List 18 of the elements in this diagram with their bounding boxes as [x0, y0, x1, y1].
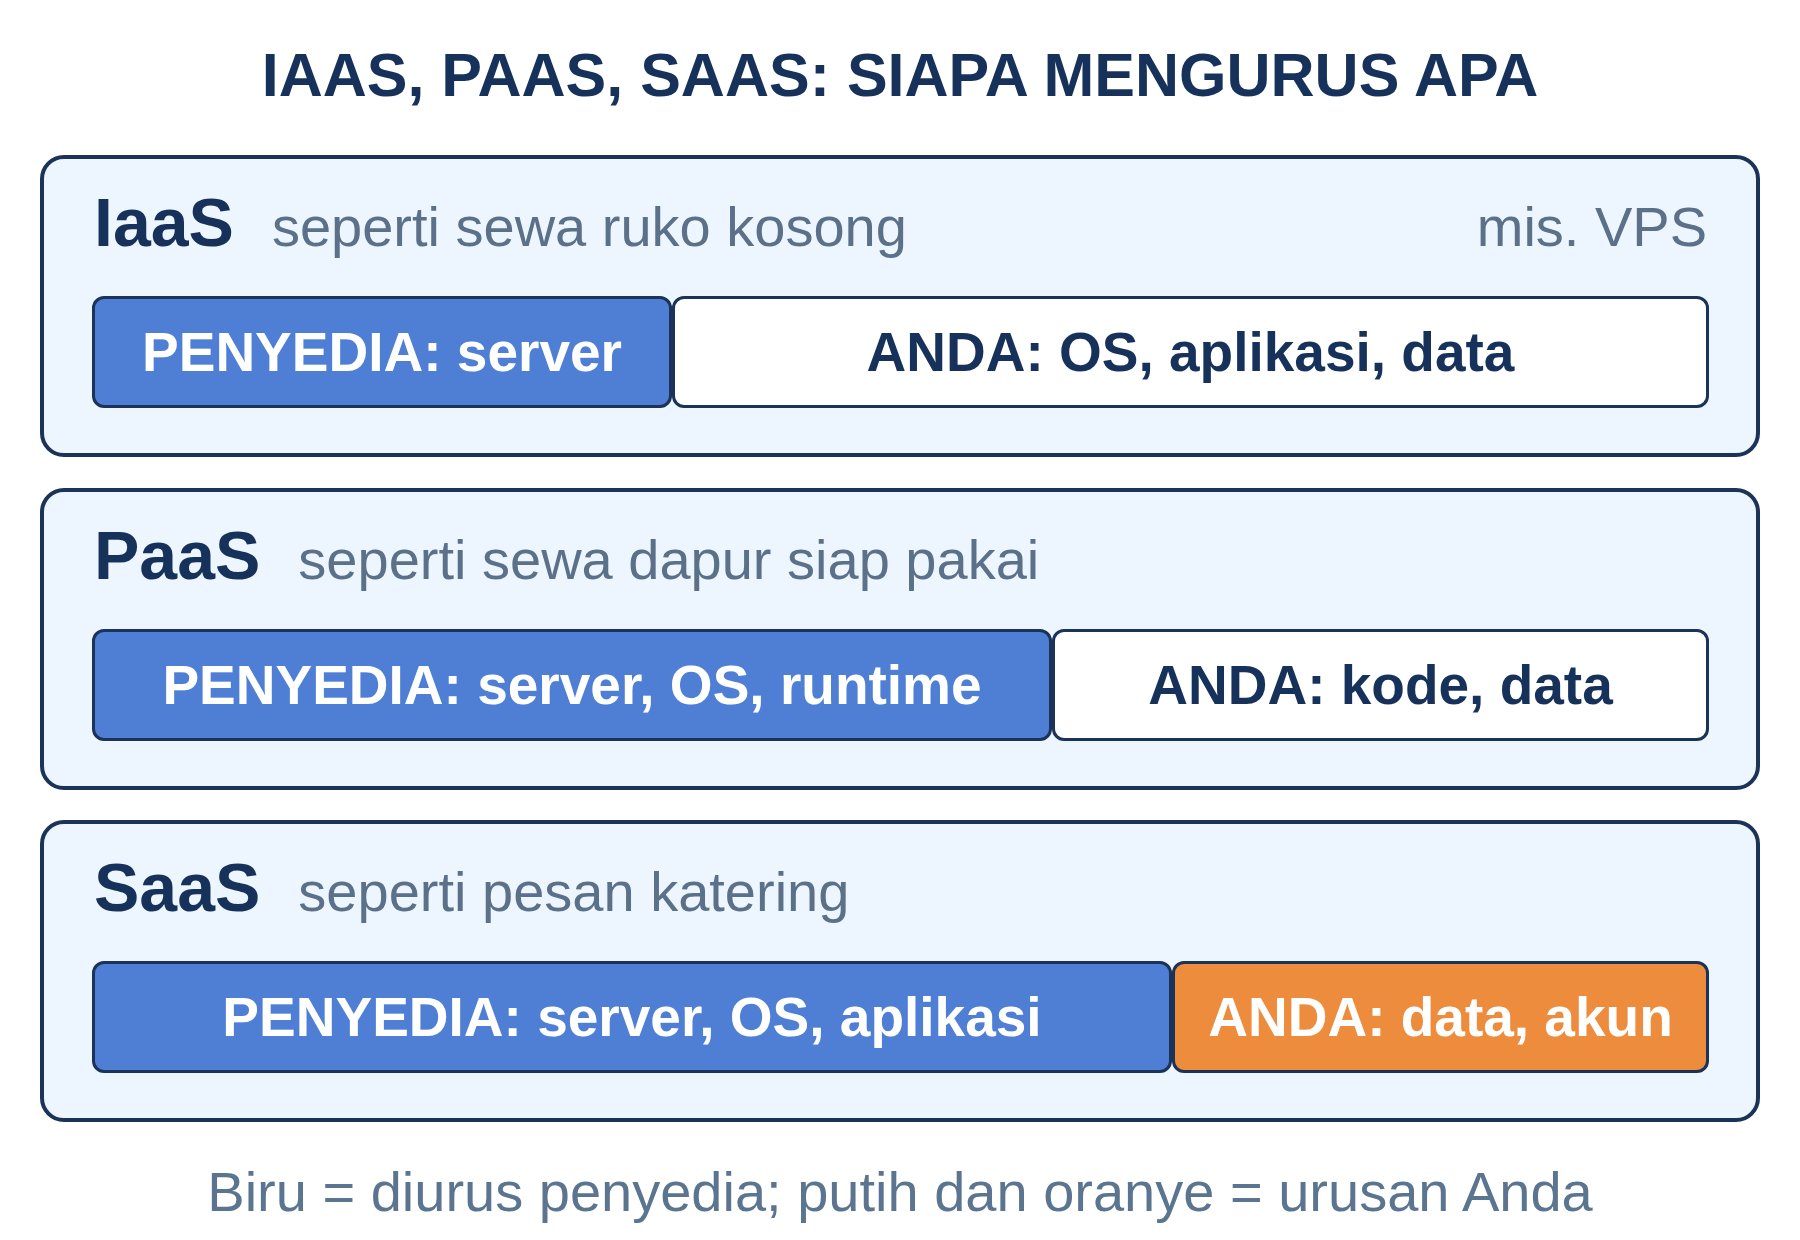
provider-segment: PENYEDIA: server, OS, aplikasi [92, 961, 1172, 1073]
example-text: mis. VPS [1476, 196, 1707, 258]
service-panel [40, 488, 1760, 790]
provider-segment: PENYEDIA: server, OS, runtime [92, 629, 1052, 741]
provider-segment: PENYEDIA: server [92, 296, 672, 408]
caption-text: Biru = diurus penyedia; putih dan oranye = urusan Anda [207, 1160, 1593, 1223]
diagram-title: IAAS, PAAS, SAAS: SIAPA MENGURUS APA [261, 41, 1539, 109]
service-model-heading: SaaS [94, 850, 261, 925]
analogy-text: seperti sewa dapur siap pakai [298, 529, 1040, 591]
service-model-heading: IaaS [94, 185, 234, 260]
user-segment: ANDA: kode, data [1052, 629, 1709, 741]
user-segment: ANDA: OS, aplikasi, data [672, 296, 1709, 408]
service-model-heading: PaaS [94, 518, 261, 593]
user-segment: ANDA: data, akun [1172, 961, 1709, 1073]
service-panel [40, 155, 1760, 457]
analogy-text: seperti pesan katering [298, 861, 850, 923]
service-panel [40, 820, 1760, 1122]
analogy-text: seperti sewa ruko kosong [271, 196, 907, 258]
